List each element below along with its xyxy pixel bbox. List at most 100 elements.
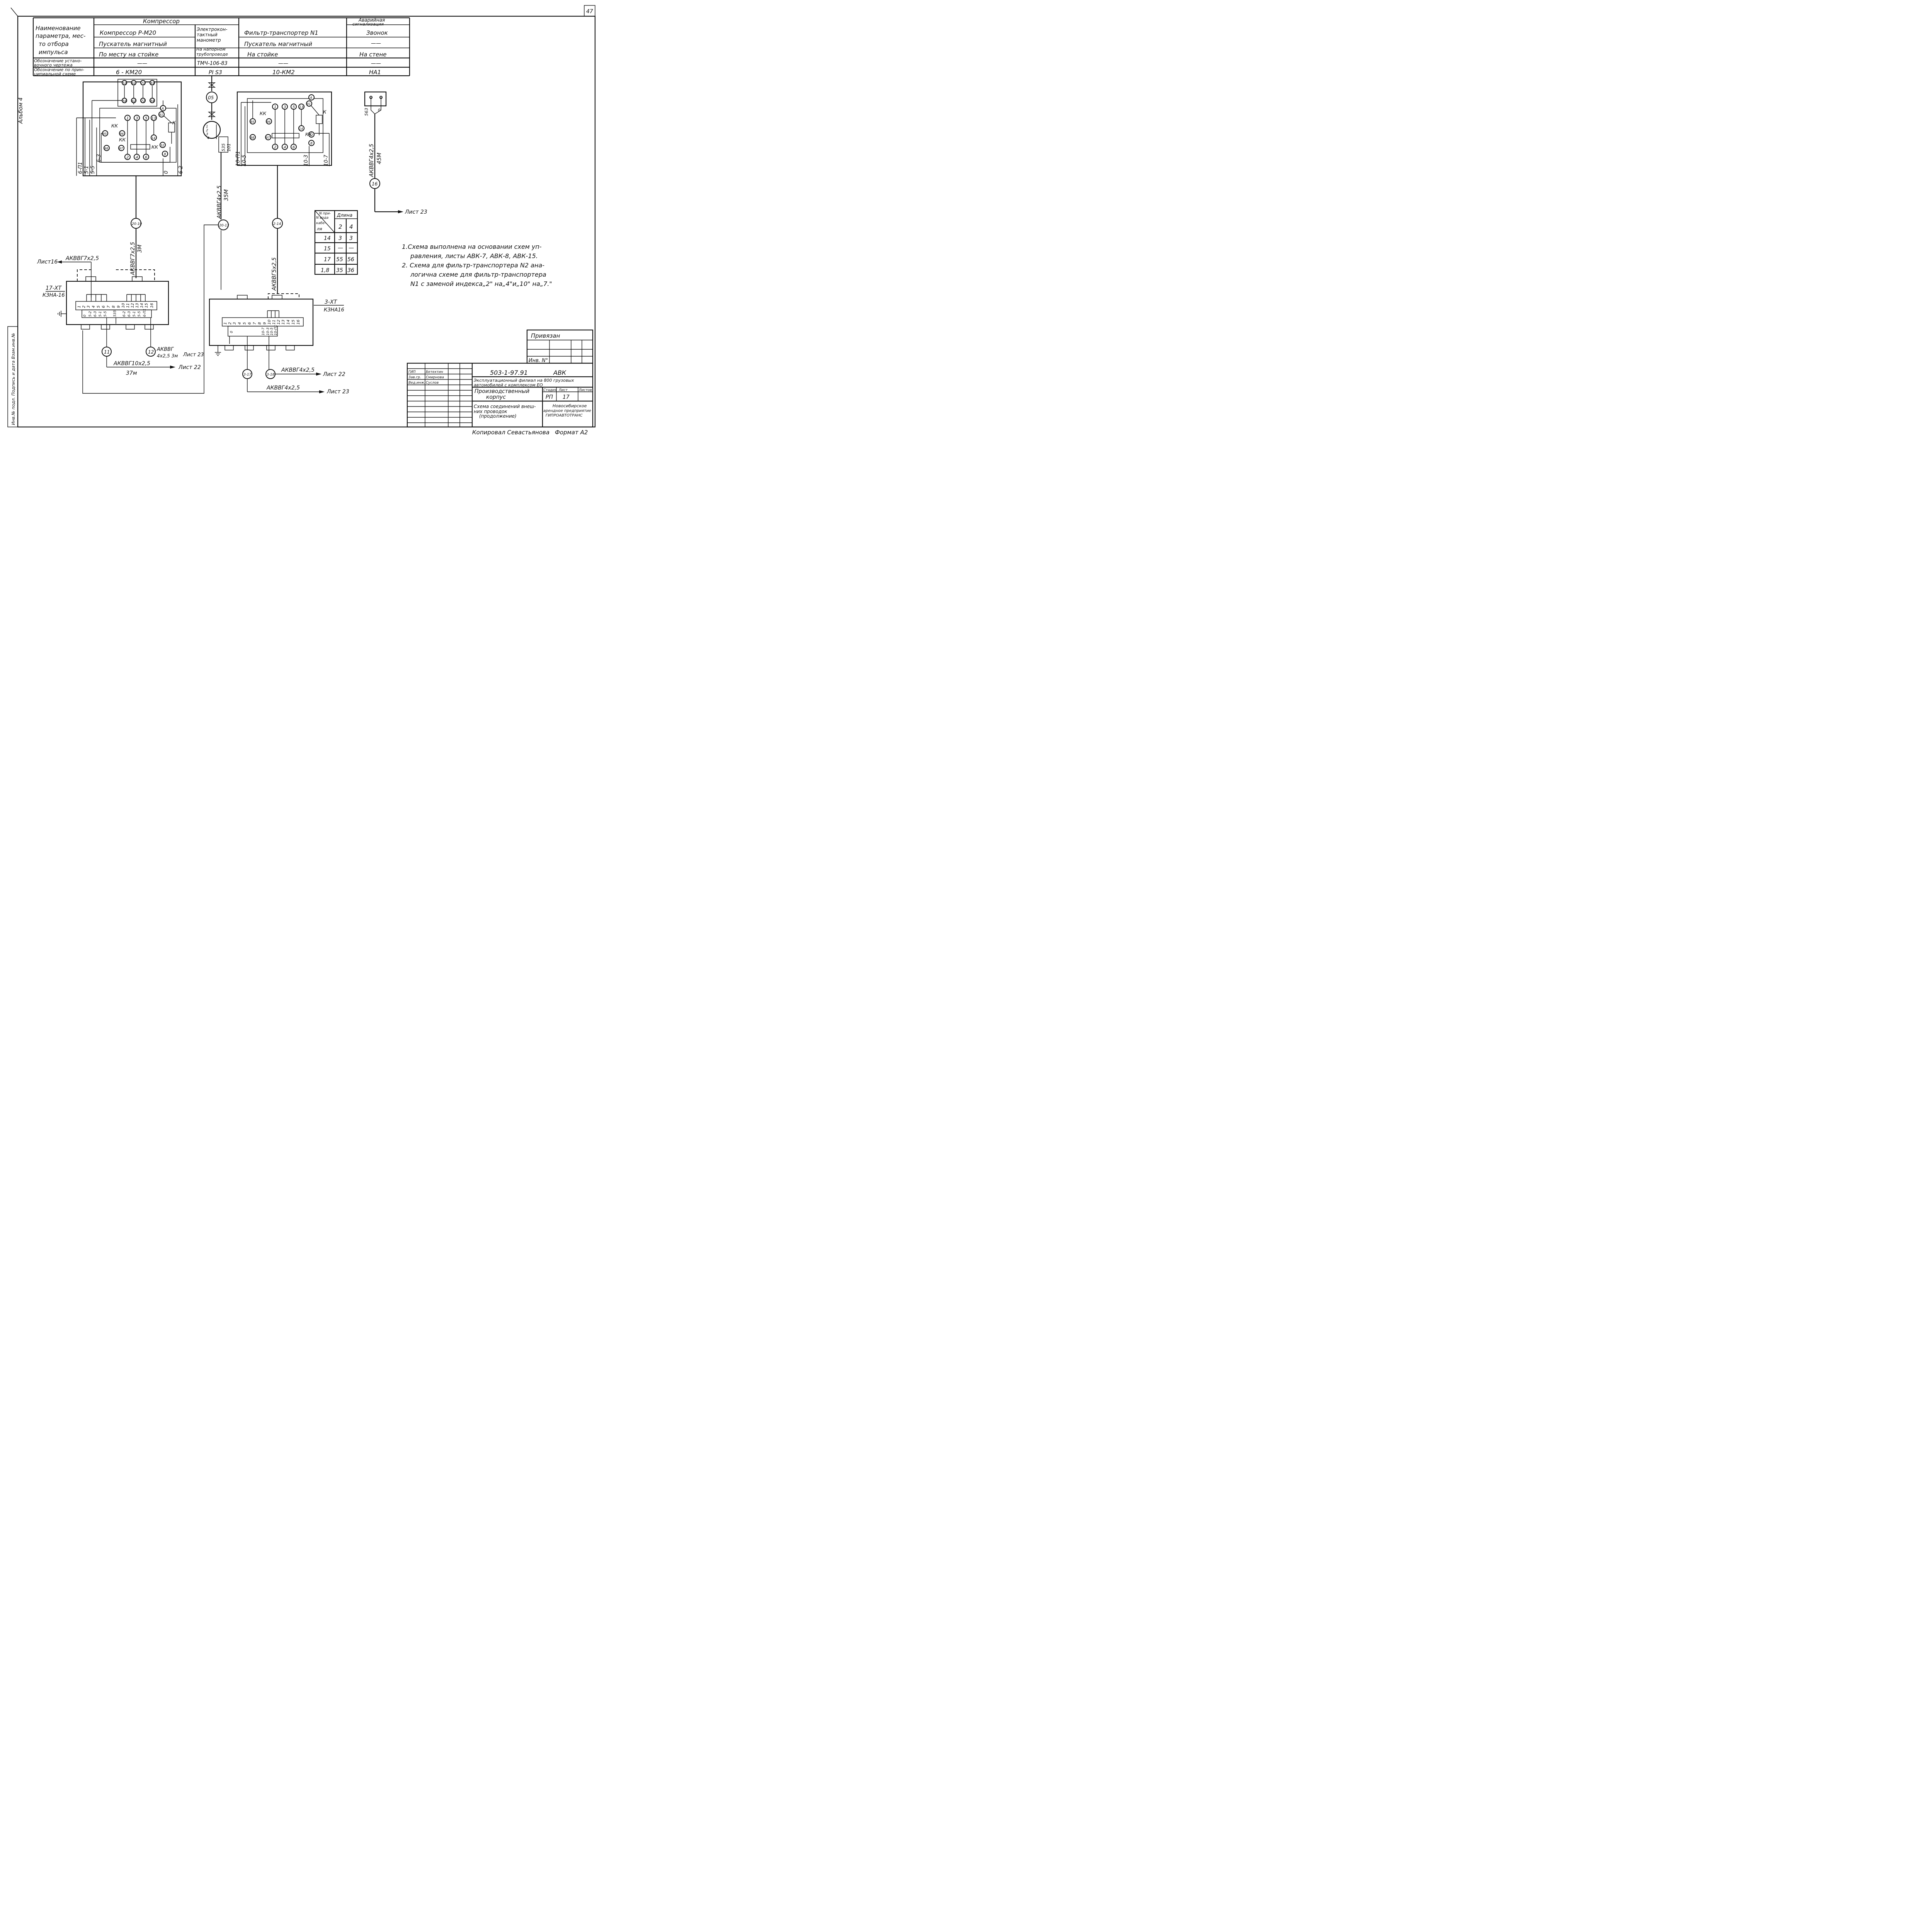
side-stamp: Инв.№ подл. Подпись и дата Взам.инв.№ (11, 333, 16, 425)
install-label-line1: Обозначение устано- (34, 58, 82, 63)
compressor-param: Компрессор Р-М20 (100, 29, 156, 36)
ct-62: 62 (132, 99, 136, 103)
lt-h2: N вода (316, 216, 328, 220)
xt17-t10: 10 (121, 303, 126, 308)
cc-98: 98 (104, 147, 108, 150)
cc-95: 95 (103, 132, 107, 136)
cc-4: 4 (136, 155, 138, 160)
row-label-line4: импульса (39, 49, 68, 56)
xt17-t16: 16 (150, 303, 154, 308)
cable-mark-12-circle (146, 347, 156, 357)
manometer-install: ТМЧ-106-83 (197, 61, 228, 66)
c318-cable: АКВВГ4х2,5 (281, 367, 315, 373)
xt17-b6: 535 (113, 310, 117, 317)
footer-copied: Копировал Севастьянова (472, 429, 549, 436)
header-table (32, 17, 410, 77)
schema-label-line2: ципиальной схеме (34, 71, 76, 77)
valve-mark-circle (206, 92, 218, 103)
cw-6-2: 6-2 (178, 166, 184, 174)
xt3-t4: 4 (238, 322, 242, 325)
footer-format: Формат А2 (555, 429, 588, 436)
manometer-schema: PI S3 (209, 70, 222, 76)
cable-mark-16: 16 (372, 181, 378, 187)
row-label-line1: Наименование (36, 25, 81, 32)
fc-97: 97 (266, 136, 270, 139)
schematic-canvas: 47 Альбом 4 Инв.№ подл. Подпись и дата В… (7, 5, 596, 436)
lt-r2-v2: — (349, 245, 354, 251)
cw-6-3: 6-3 (96, 154, 102, 162)
schema-label-line1: Обозначение по прин- (34, 67, 84, 72)
alarm-device: —— (371, 41, 381, 46)
side-stamp-frame (7, 326, 18, 427)
xt17-b8: 6-2 (122, 311, 126, 317)
filter-place: На стойке (247, 51, 278, 58)
xt3-t3: 3 (233, 322, 237, 325)
cable-mark-3-17: 3-17 (243, 373, 252, 377)
ref-sheet16: Лист16 (37, 259, 58, 265)
xt3-t1: 1 (223, 322, 228, 325)
xt17-t13: 13 (135, 303, 139, 308)
tb-sheet-label: Лист (558, 388, 568, 392)
alarm-schema: НА1 (369, 69, 381, 76)
cc-3: 3 (136, 116, 138, 121)
lt-h4: ля (316, 226, 322, 231)
bell-wire: 563 (364, 108, 369, 116)
lt-r2-cable: 15 (324, 246, 331, 252)
cc-kk1: КК (111, 123, 118, 129)
c11-cable: АКВВГ10х2,5 (113, 361, 150, 367)
xt17-t4: 4 (92, 306, 96, 308)
fw-10p1: 10-П1 (235, 151, 241, 166)
fc-4: 4 (284, 145, 286, 150)
bell-cable: АКВВГ4х2,5 (369, 144, 375, 177)
tb-building-line2: корпус (486, 394, 506, 400)
cable-mark-11: 11 (104, 349, 110, 355)
manometer-cable: АКВВГ4х2,5 (216, 185, 223, 219)
album-label: Альбом 4 (18, 97, 24, 124)
xt3-t12: 12 (277, 320, 281, 325)
cable-mark-20-10-circle (131, 218, 141, 229)
xt3-type: КЗНА16 (324, 307, 344, 313)
tb-org-line3: ГИПРОАВТОТРАНС (546, 413, 583, 418)
xt17-t3: 3 (87, 306, 91, 308)
xt3-t8: 8 (258, 322, 262, 325)
xt17-top-row: 1 2 3 4 5 6 7 8 9 10 11 12 13 14 15 16 (77, 303, 154, 308)
tb-name3: Суслов (426, 381, 439, 385)
cc-6: 6 (145, 155, 147, 160)
ct-83: 83 (150, 82, 154, 85)
page-number-box (584, 5, 595, 17)
tb-sheets-label: Листов (578, 388, 592, 392)
note-line3: 2. Схема для фильтр-транспортера N2 ана- (402, 262, 544, 269)
ct-54: 54 (122, 99, 126, 103)
tb-mark: АВК (553, 369, 566, 376)
lt-r3-cable: 17 (324, 257, 331, 263)
sheet-frame (17, 15, 596, 428)
xt17-t12: 12 (131, 303, 135, 308)
xt17-t9: 9 (117, 306, 121, 308)
mw-101: 101 (226, 143, 231, 151)
note-line4: логична схеме для фильтр-транспортера (410, 271, 546, 278)
xt17-b3: 6-3 (94, 311, 97, 317)
tb-sheet: 17 (563, 394, 570, 400)
manometer-place-line1: На напорном (196, 47, 226, 52)
cc-91: 91 (159, 113, 163, 117)
manometer-place-line2: трубопроводе (196, 52, 228, 57)
ref-sheet22-c11: Лист 22 (178, 364, 201, 371)
cc-2: 2 (126, 155, 129, 160)
xt17-t8: 8 (112, 306, 116, 308)
lt-header-length: Длина (337, 213, 352, 218)
valve-mark: 05 (208, 95, 214, 100)
lt-r3-v1: 55 (336, 257, 343, 263)
lt-col-2: 2 (338, 223, 342, 230)
lt-col-4: 4 (349, 223, 353, 230)
cc-14: 14 (151, 136, 155, 140)
xt17-b5: 5-5 (104, 311, 107, 317)
xt17-t14: 14 (140, 303, 144, 308)
lt-r4-v2: 36 (347, 267, 354, 274)
ct-53: 53 (122, 82, 126, 85)
xt17-b11: 5-5 (138, 311, 141, 317)
compressor-device: Пускатель магнитный (99, 41, 167, 48)
mp-2: 2 (206, 129, 208, 133)
manometer-param-line3: манометр (197, 37, 221, 43)
alarm-install: —— (371, 61, 381, 66)
mw-535: 535 (221, 143, 226, 151)
